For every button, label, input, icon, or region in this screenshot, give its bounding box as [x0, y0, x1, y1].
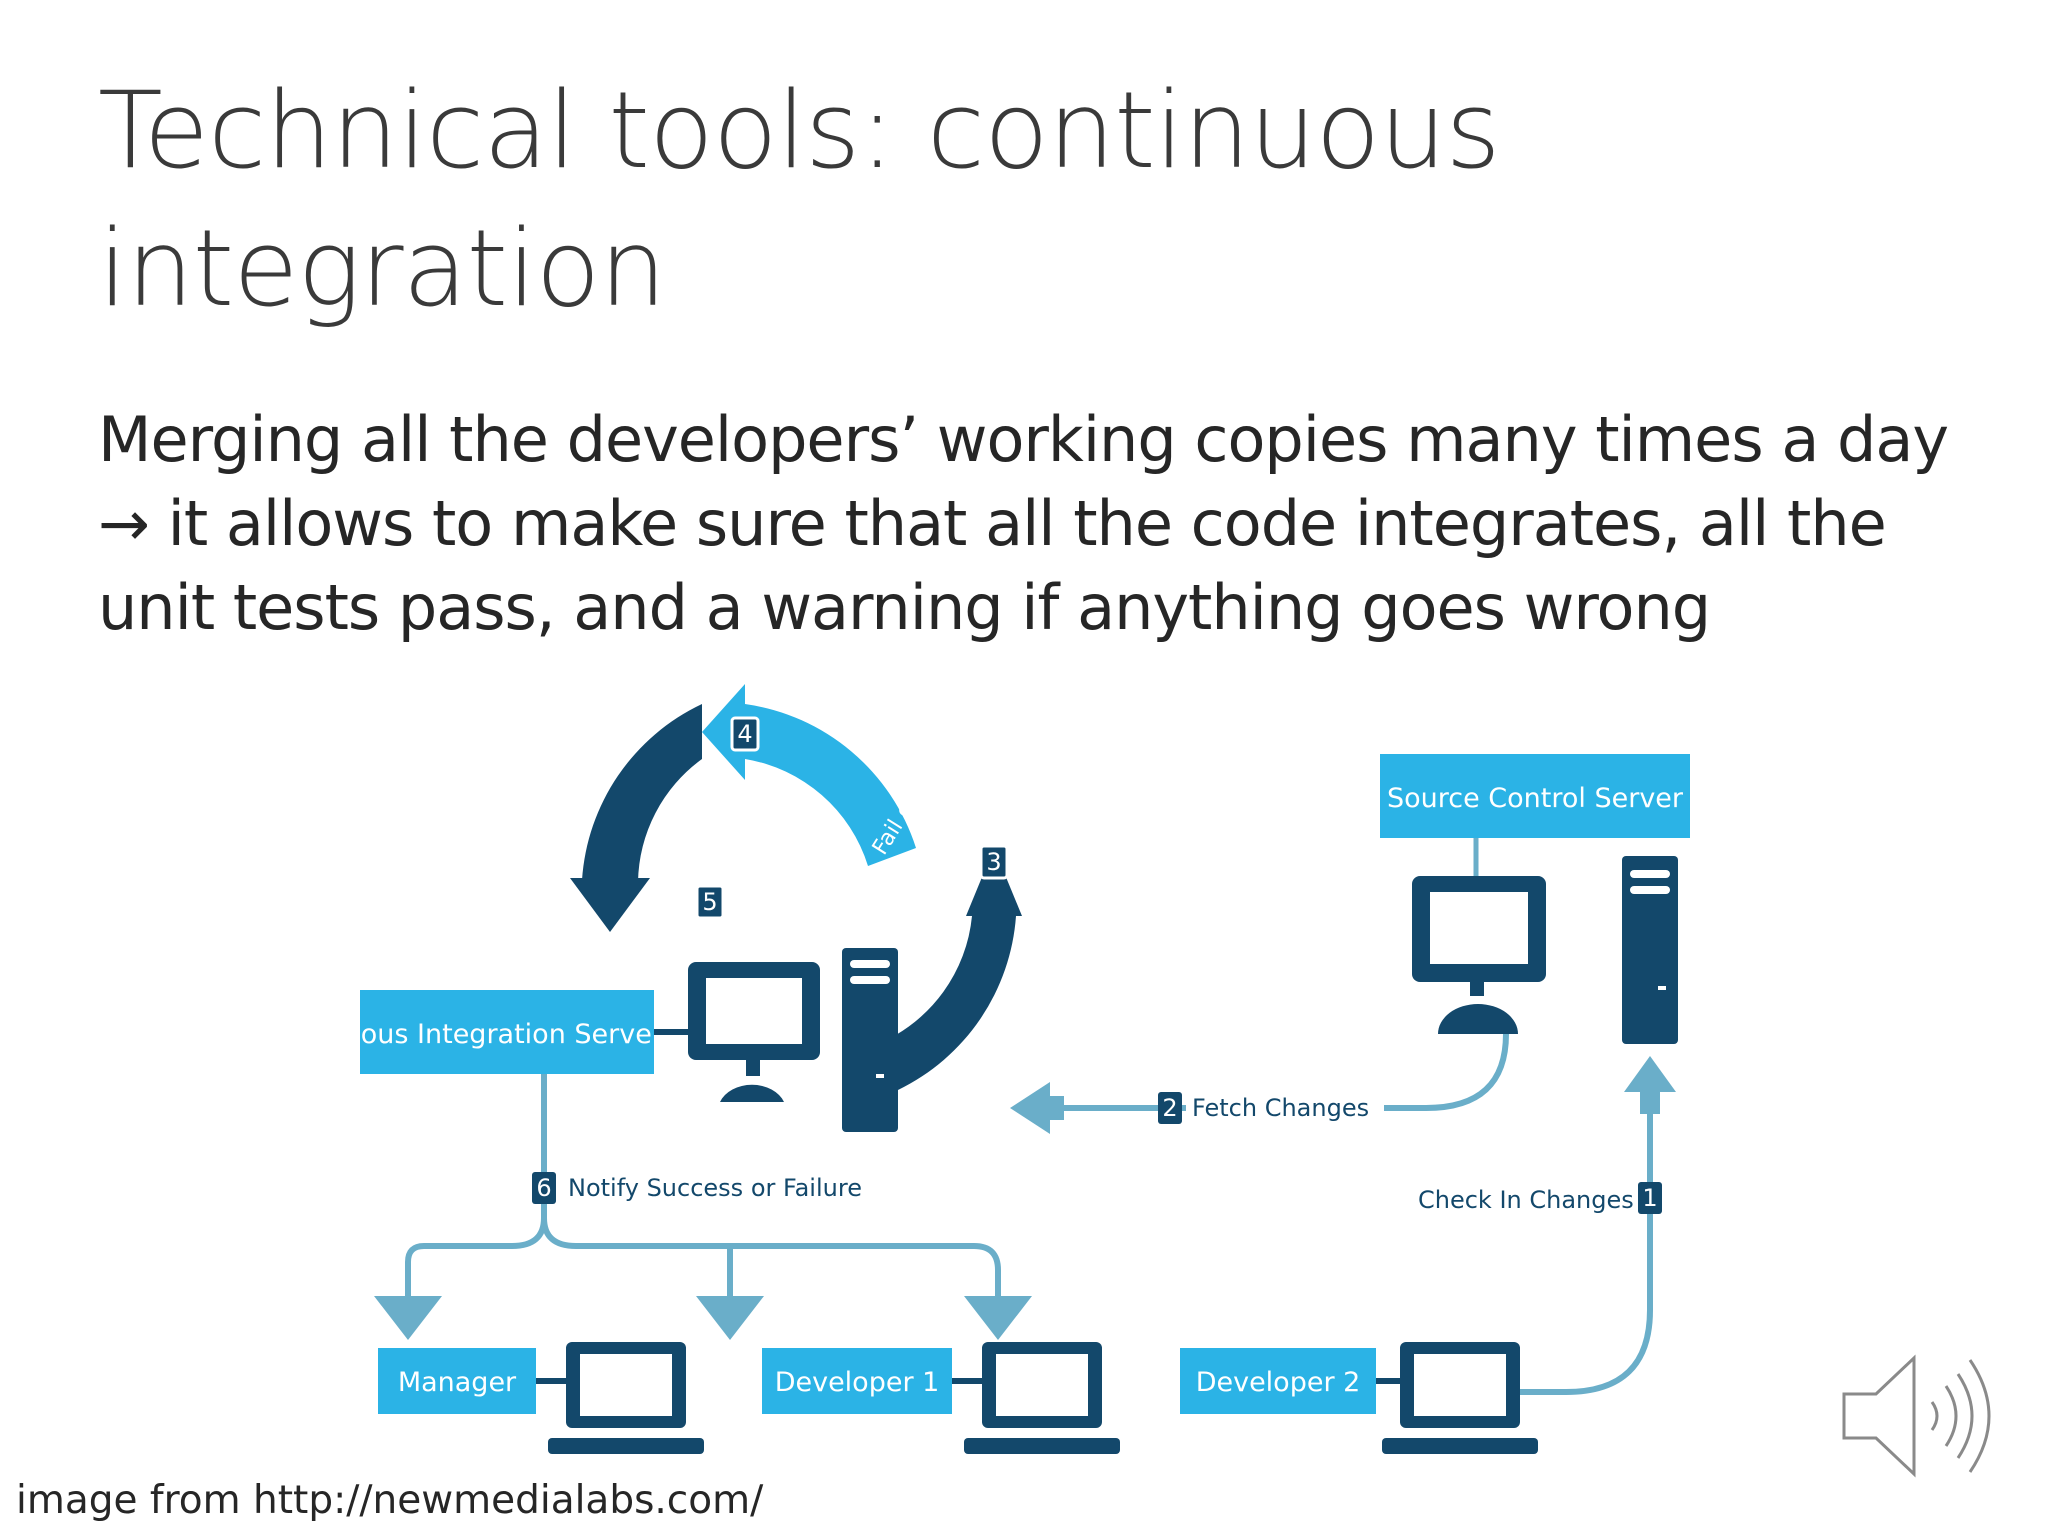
ci-server-label: Continous Integration Server	[360, 1019, 664, 1050]
check-in-line	[1520, 1100, 1653, 1395]
step-badge-5: 5	[695, 884, 725, 920]
speaker-icon[interactable]	[1836, 1336, 2006, 1496]
notify-label: Notify Success or Failure	[568, 1174, 862, 1202]
fail-arc	[582, 704, 702, 882]
developer1-client: Developer 1	[762, 1342, 1120, 1454]
step-number: 4	[737, 720, 752, 748]
ci-monitor	[688, 962, 820, 1102]
fetch-label: Fetch Changes	[1192, 1094, 1369, 1122]
build-cycle	[570, 684, 1022, 1090]
step-number: 6	[536, 1174, 551, 1202]
step-badge-4: 4	[730, 716, 760, 752]
source-server-box	[1380, 754, 1690, 838]
check-in-arrowhead	[1624, 1056, 1676, 1092]
ci-server-box	[360, 990, 654, 1074]
step-number: 2	[1162, 1094, 1177, 1122]
step-badge-1	[1638, 1182, 1662, 1214]
build-arc	[880, 916, 1016, 1090]
step-badge-6	[532, 1172, 556, 1204]
source-monitor	[1412, 876, 1546, 1034]
fetch-arrowhead	[1010, 1082, 1050, 1134]
step-number: 3	[986, 848, 1001, 876]
ci-diagram: 4 3 5 Test Build Fail or Succeed Contino…	[360, 684, 1690, 1454]
body-line: → it allows to make sure that all the co…	[98, 487, 1887, 560]
step-number: 5	[702, 888, 717, 916]
ci-tower	[842, 948, 898, 1132]
source-server-label: Source Control Server	[1387, 783, 1684, 814]
image-credit: image from http://newmedialabs.com/	[16, 1478, 764, 1523]
slide-title-line: Technical tools: continuous	[98, 69, 1501, 192]
step-badge-2	[1158, 1092, 1182, 1124]
test-arc	[745, 704, 916, 866]
build-arrowhead	[966, 848, 1022, 916]
build-label: Build	[1081, 943, 1131, 1003]
notify-branches	[405, 1204, 1001, 1300]
test-label: Test	[1068, 723, 1119, 770]
body-line: unit tests pass, and a warning if anythi…	[98, 571, 1711, 644]
slide-title-line: integration	[98, 207, 667, 330]
step-badge-3: 3	[979, 844, 1009, 880]
step-number: 1	[1642, 1184, 1657, 1212]
slide-body: Merging all the developers’ working copi…	[98, 398, 2038, 650]
check-in-label: Check In Changes	[1418, 1186, 1634, 1214]
test-arrowhead	[702, 684, 745, 780]
fail-arrowhead	[570, 878, 650, 932]
developer2-client: Developer 2	[1180, 1342, 1538, 1454]
developer1-label: Developer 1	[775, 1367, 940, 1398]
fetch-line	[1060, 1033, 1509, 1111]
manager-label: Manager	[398, 1367, 517, 1398]
source-tower	[1622, 856, 1678, 1044]
fail-or-succeed-label: Fail or Succeed	[868, 706, 977, 860]
manager-client: Manager	[378, 1342, 704, 1454]
developer2-label: Developer 2	[1196, 1367, 1361, 1398]
slide-title: Technical tools: continuous integration	[98, 62, 1798, 338]
body-line: Merging all the developers’ working copi…	[98, 403, 1949, 476]
